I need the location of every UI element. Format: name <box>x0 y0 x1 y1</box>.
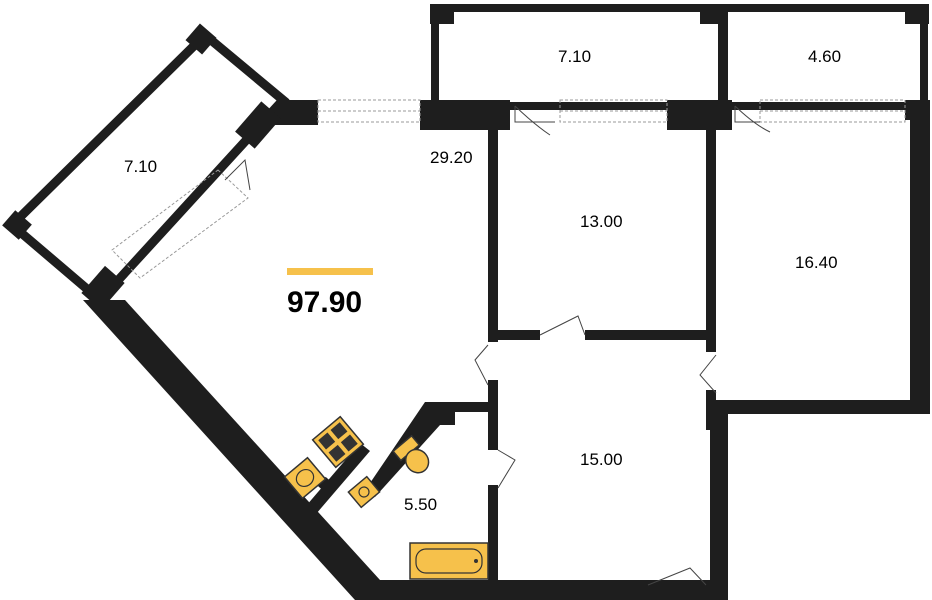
exterior-walls <box>81 100 930 600</box>
windows <box>111 99 906 279</box>
interior-walls <box>300 122 716 585</box>
toilet-icon <box>392 434 430 474</box>
balcony-left-area: 7.10 <box>124 157 157 176</box>
bedroom-right-area: 16.40 <box>795 253 838 272</box>
bathtub-icon <box>409 542 489 580</box>
balcony-top-area: 7.10 <box>558 47 591 66</box>
washbasin-icon <box>347 475 381 509</box>
living-kitchen-area: 29.20 <box>430 148 473 167</box>
total-area-accent-bar <box>287 268 373 275</box>
bedroom-bottom-area: 15.00 <box>580 450 623 469</box>
balcony-right-area: 4.60 <box>808 47 841 66</box>
total-area: 97.90 <box>287 286 362 319</box>
bathroom-area: 5.50 <box>404 495 437 514</box>
stove-icon <box>311 415 365 469</box>
kitchen-sink-icon <box>283 456 327 500</box>
bedroom-middle-area: 13.00 <box>580 212 623 231</box>
fixtures <box>283 415 489 580</box>
doors <box>224 105 771 586</box>
balcony-right <box>720 4 929 110</box>
